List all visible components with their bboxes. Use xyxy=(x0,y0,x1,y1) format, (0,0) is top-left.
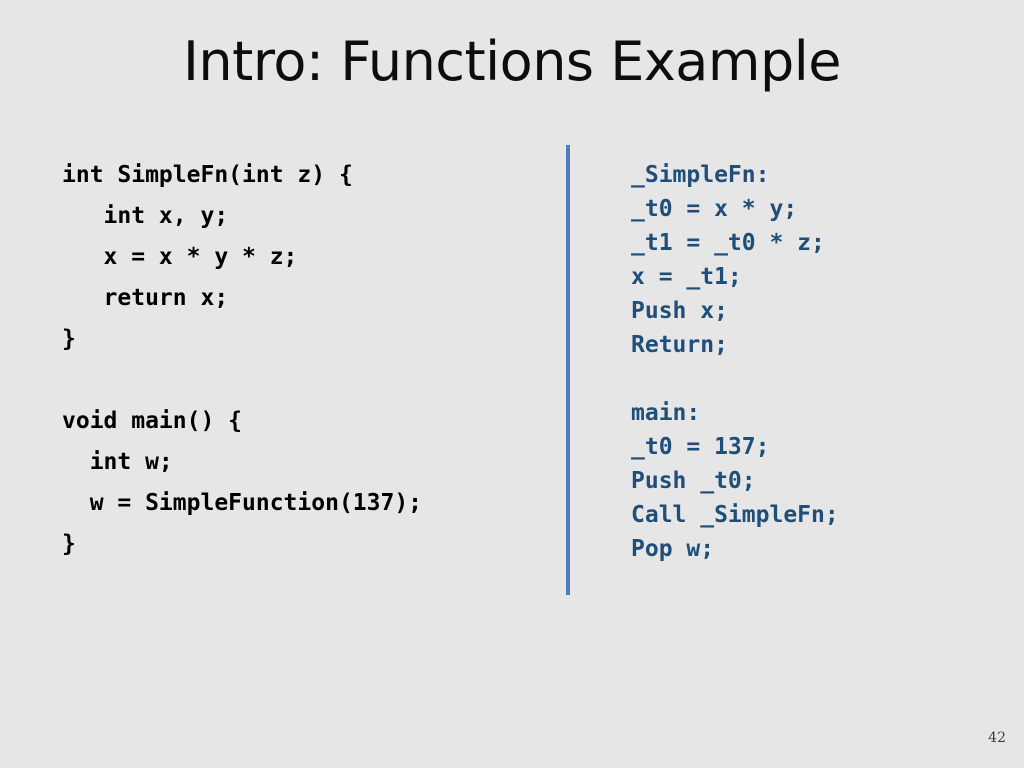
code-line: w = SimpleFunction(137); xyxy=(62,490,423,516)
ir-line: Call _SimpleFn; xyxy=(631,502,839,528)
code-line-blank xyxy=(62,360,562,401)
code-line: int SimpleFn(int z) { xyxy=(62,162,353,188)
ir-line: x = _t1; xyxy=(631,264,742,290)
source-code-block: int SimpleFn(int z) { int x, y; x = x * … xyxy=(62,155,562,565)
ir-line: Pop w; xyxy=(631,536,715,562)
ir-line: Return; xyxy=(631,332,728,358)
ir-line: _SimpleFn: xyxy=(631,162,770,188)
ir-line: _t1 = _t0 * z; xyxy=(631,230,825,256)
code-line: void main() { xyxy=(62,408,243,434)
code-line: return x; xyxy=(62,285,229,311)
code-line: int x, y; xyxy=(62,203,229,229)
page-title: Intro: Functions Example xyxy=(183,30,842,93)
ir-line: Push x; xyxy=(631,298,728,324)
ir-line: Push _t0; xyxy=(631,468,756,494)
vertical-divider xyxy=(566,145,570,595)
code-line: } xyxy=(62,531,76,557)
page-number: 42 xyxy=(988,730,1006,746)
ir-line: _t0 = x * y; xyxy=(631,196,798,222)
code-line: } xyxy=(62,326,76,352)
ir-line-blank xyxy=(631,362,991,396)
ir-line: main: xyxy=(631,400,701,426)
intermediate-code-block: _SimpleFn: _t0 = x * y; _t1 = _t0 * z; x… xyxy=(631,158,991,566)
code-line: int w; xyxy=(62,449,173,475)
ir-line: _t0 = 137; xyxy=(631,434,770,460)
code-line: x = x * y * z; xyxy=(62,244,298,270)
